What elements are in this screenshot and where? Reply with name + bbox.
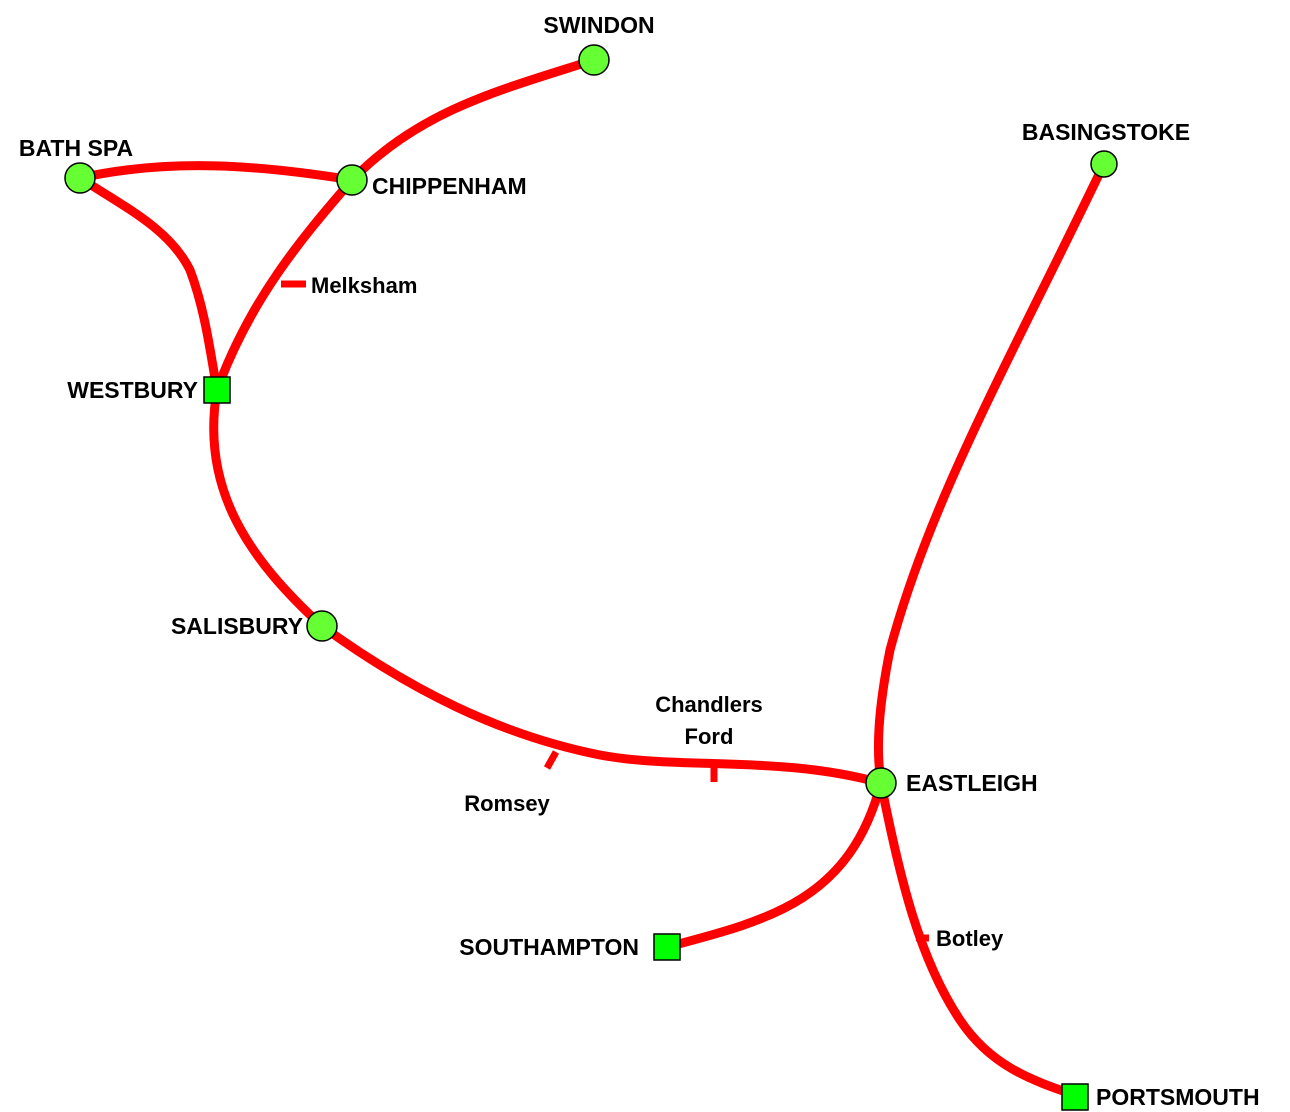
route-basingstoke-eastleigh — [873, 159, 1109, 788]
swindon-station-marker — [578, 44, 610, 76]
chandlers-ford-label-line2: Ford — [685, 724, 734, 749]
westbury-terminal-marker — [203, 376, 231, 404]
salisbury-station-marker — [306, 610, 338, 642]
bath-spa-label: BATH SPA — [19, 135, 133, 161]
halt-labels: Melksham Chandlers Ford Romsey Botley — [311, 273, 1004, 951]
route-swindon-chippenham — [347, 55, 599, 185]
rail-lines — [75, 55, 1109, 1100]
station-markers — [64, 44, 1118, 1111]
route-bathspa-westbury — [75, 173, 222, 395]
route-eastleigh-portsmouth — [876, 778, 1080, 1100]
chippenham-station-marker — [336, 164, 368, 196]
basingstoke-label: BASINGSTOKE — [1022, 119, 1190, 145]
southampton-terminal-marker — [653, 933, 681, 961]
portsmouth-label: PORTSMOUTH — [1096, 1084, 1260, 1110]
salisbury-label: SALISBURY — [171, 613, 303, 639]
route-westbury-salisbury — [209, 385, 327, 631]
westbury-label: WESTBURY — [67, 377, 198, 403]
portsmouth-terminal-marker — [1061, 1083, 1089, 1111]
southampton-label: SOUTHAMPTON — [459, 934, 639, 960]
romsey-tick — [543, 750, 560, 770]
basingstoke-station-marker — [1090, 150, 1118, 178]
route-bathspa-chippenham — [75, 161, 357, 185]
chandlers-ford-label-line1: Chandlers — [655, 692, 763, 717]
melksham-label: Melksham — [311, 273, 417, 298]
bath-spa-station-marker — [64, 162, 96, 194]
route-salisbury-eastleigh — [317, 621, 886, 788]
eastleigh-station-marker — [865, 767, 897, 799]
romsey-label: Romsey — [464, 791, 550, 816]
route-eastleigh-southampton — [662, 778, 886, 952]
halt-ticks — [281, 280, 929, 942]
eastleigh-label: EASTLEIGH — [906, 770, 1038, 796]
botley-label: Botley — [936, 926, 1004, 951]
route-chippenham-westbury — [212, 175, 357, 395]
station-labels: SWINDON BATH SPA CHIPPENHAM BASINGSTOKE … — [19, 12, 1260, 1110]
swindon-label: SWINDON — [543, 12, 654, 38]
chippenham-label: CHIPPENHAM — [372, 173, 527, 199]
